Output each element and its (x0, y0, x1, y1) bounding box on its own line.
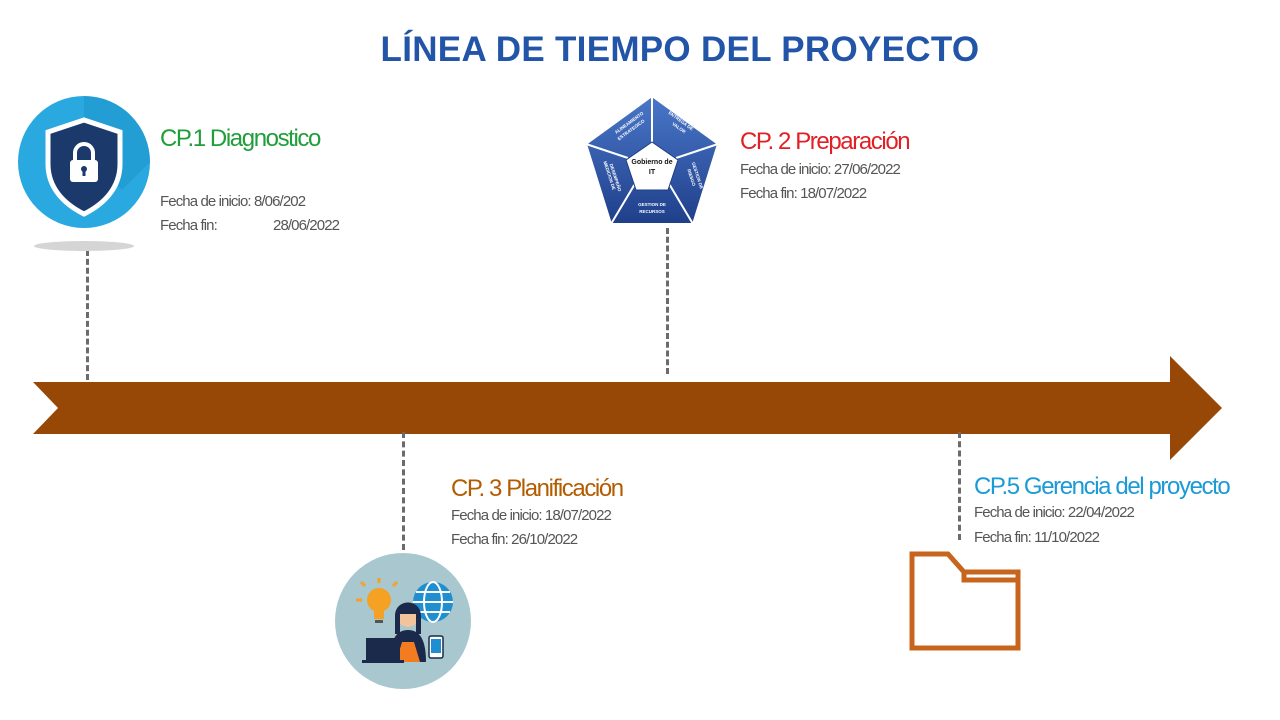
person-ideas-icon (335, 553, 471, 689)
pentagon-seg-4: GESTION DE (638, 202, 666, 207)
pentagon-center-line1: Gobierno de (631, 159, 672, 166)
cp5-title: CP.5 Gerencia del proyecto (974, 473, 1231, 500)
connector-cp1 (86, 250, 89, 380)
connector-cp3 (402, 432, 405, 550)
timeline-arrow (33, 356, 1222, 460)
cp1-end-value: 28/06/2022 (273, 217, 340, 234)
folder-icon (909, 551, 1021, 651)
cp1-start: Fecha de inicio: 8/06/202 (160, 190, 306, 214)
cp1-title: CP.1 Diagnostico (160, 125, 321, 152)
cp3-title: CP. 3 Planificación (451, 475, 624, 502)
cp5-start: Fecha de inicio: 22/04/2022 (974, 504, 1135, 521)
cp3-end: Fecha fin: 26/10/2022 (451, 531, 578, 548)
pentagon-center-line2: IT (649, 169, 656, 176)
cp2-title: CP. 2 Preparación (740, 128, 911, 155)
cp1-start-value: 8/06/202 (253, 193, 306, 210)
cp2-end: Fecha fin: 18/07/2022 (740, 185, 867, 202)
connector-cp5 (958, 432, 961, 540)
cp3-start: Fecha de inicio: 18/07/2022 (451, 507, 612, 524)
pentagon-seg-4b: RECURSOS (639, 209, 665, 214)
cp5-end: Fecha fin: 11/10/2022 (974, 529, 1100, 546)
pentagon-seg-3b: RIESGO (686, 168, 696, 187)
page-title: LÍNEA DE TIEMPO DEL PROYECTO (380, 30, 980, 69)
cp1-end-label: Fecha fin: (160, 217, 218, 234)
pentagon-diagram-icon: Gobierno de IT ALINEAMIENTO ESTRATEGICO … (584, 94, 720, 225)
cp2-start: Fecha de inicio: 27/06/2022 (740, 161, 901, 178)
shield-lock-icon (18, 96, 150, 251)
cp1-end: Fecha fin: 28/06/2022 (160, 214, 340, 238)
cp1-start-label: Fecha de inicio: (160, 193, 252, 210)
connector-cp2 (666, 228, 669, 374)
